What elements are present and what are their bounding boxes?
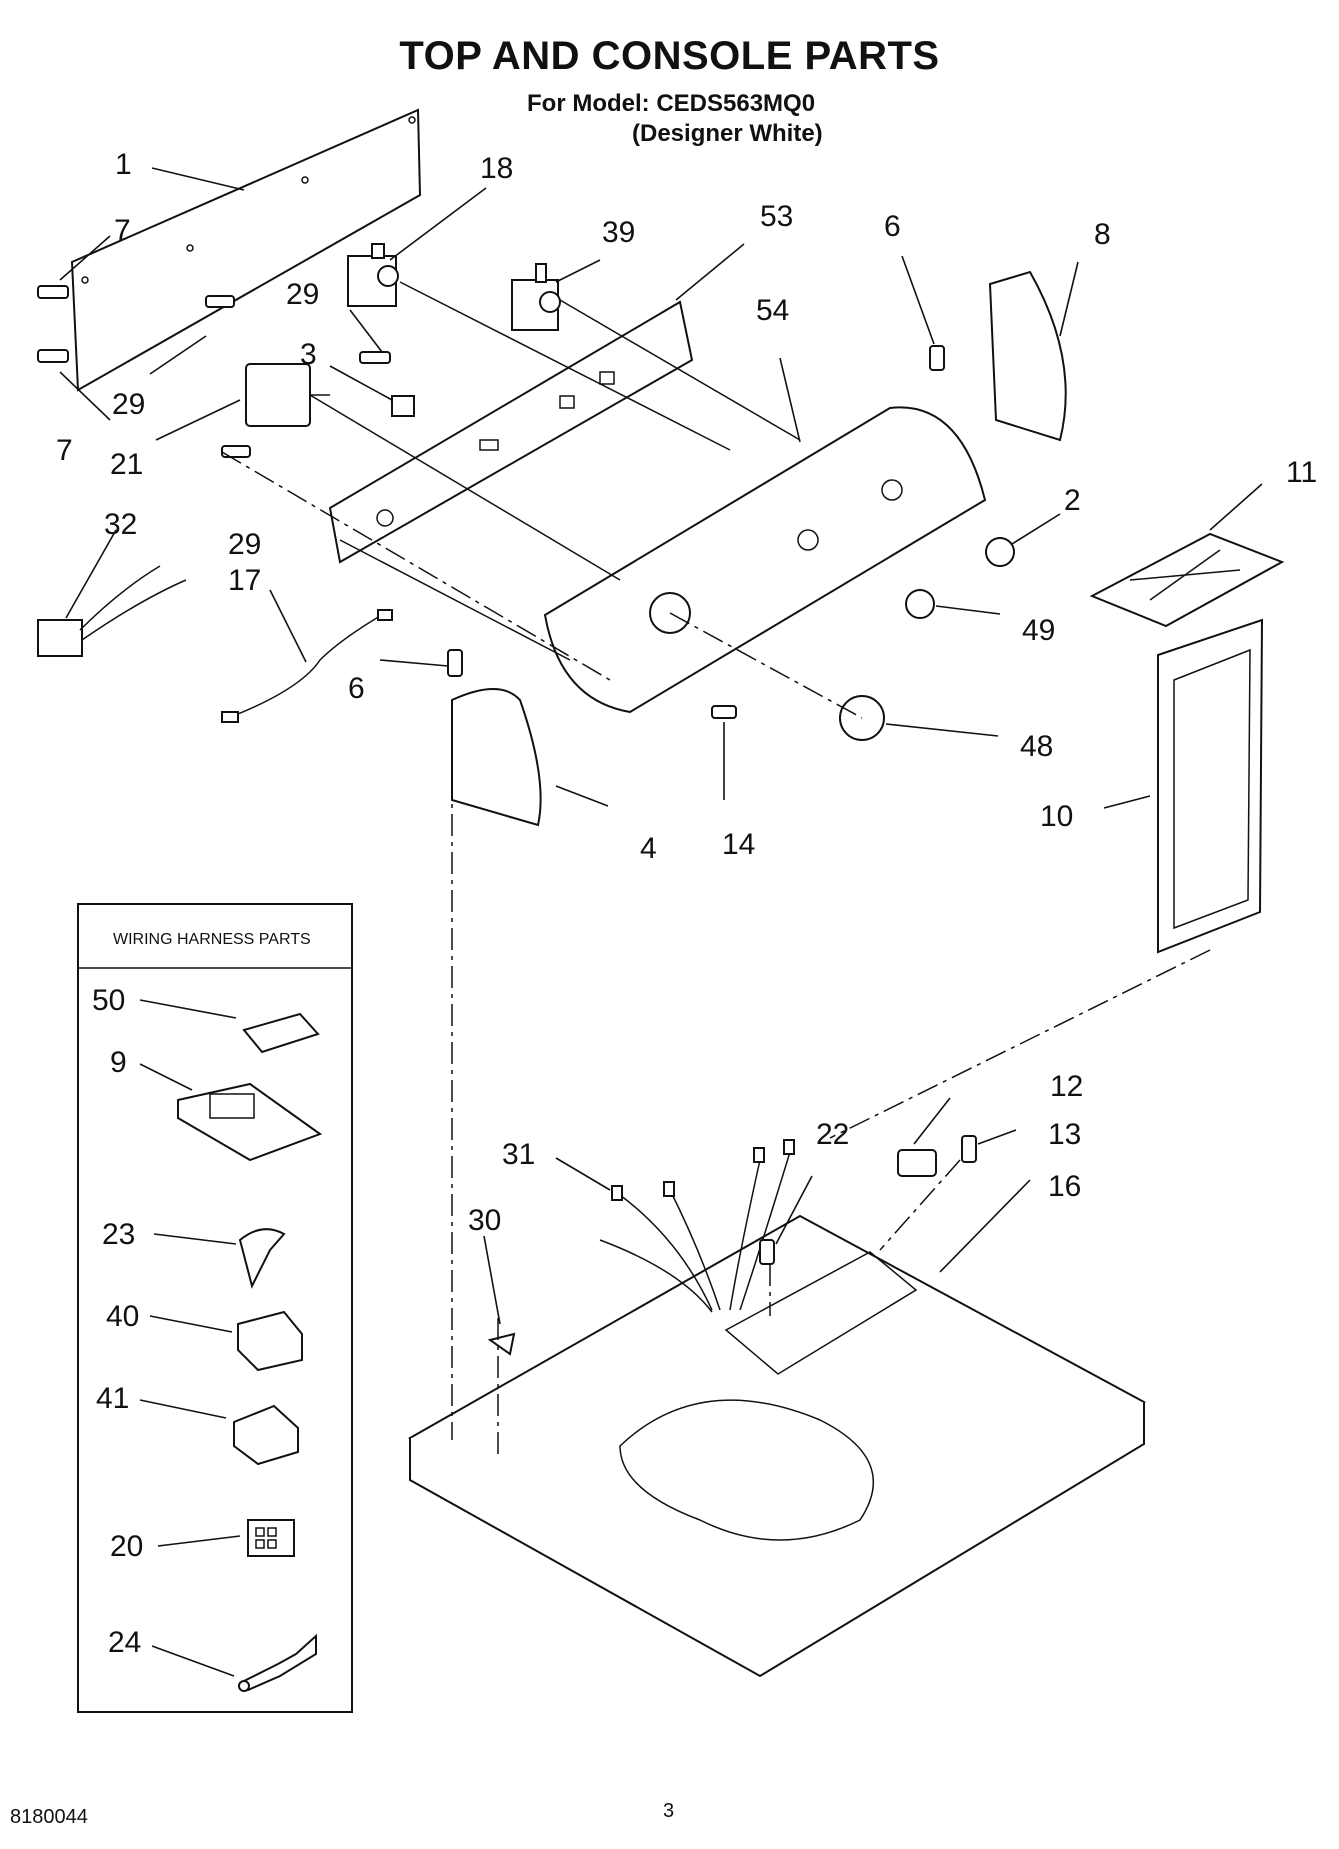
part-screw-6-top bbox=[929, 345, 945, 371]
harness-part-40 bbox=[237, 1310, 303, 1372]
part-screw-29-c bbox=[221, 445, 251, 458]
callout-8: 8 bbox=[1094, 218, 1111, 251]
part-screw-7-bottom bbox=[37, 349, 69, 363]
part-console-54 bbox=[543, 406, 987, 714]
page-number: 3 bbox=[663, 1800, 675, 1822]
callout-48: 48 bbox=[1020, 730, 1053, 763]
part-screw-29-b bbox=[359, 351, 391, 364]
callout-6: 6 bbox=[348, 672, 365, 705]
part-harness-32 bbox=[37, 565, 187, 657]
callout-30: 30 bbox=[468, 1204, 501, 1237]
part-lint-duct-10 bbox=[1157, 618, 1264, 954]
callout-53: 53 bbox=[760, 200, 793, 233]
part-switch-18 bbox=[347, 243, 399, 307]
part-lint-cover-11 bbox=[1089, 532, 1285, 628]
callout-16: 16 bbox=[1048, 1170, 1081, 1203]
part-cabinet-top-16 bbox=[407, 1214, 1147, 1678]
callout-6: 6 bbox=[884, 210, 901, 243]
callout-7: 7 bbox=[114, 214, 131, 247]
harness-part-20 bbox=[247, 1519, 295, 1557]
part-screw-14 bbox=[711, 705, 737, 719]
variant-line: (Designer White) bbox=[632, 120, 823, 147]
callout-7: 7 bbox=[56, 434, 73, 467]
harness-part-9 bbox=[177, 1082, 323, 1162]
callout-3: 3 bbox=[300, 338, 317, 371]
callout-41: 41 bbox=[96, 1382, 129, 1415]
callout-54: 54 bbox=[756, 294, 789, 327]
callout-50: 50 bbox=[92, 984, 125, 1017]
callout-18: 18 bbox=[480, 152, 513, 185]
assembly-lines bbox=[221, 281, 1211, 1458]
callout-32: 32 bbox=[104, 508, 137, 541]
part-screw-22 bbox=[759, 1239, 775, 1265]
callout-49: 49 bbox=[1022, 614, 1055, 647]
harness-box-title: WIRING HARNESS PARTS bbox=[113, 931, 311, 948]
callout-2: 2 bbox=[1064, 484, 1081, 517]
part-console-bracket-53 bbox=[328, 300, 694, 564]
part-screw-13 bbox=[961, 1135, 977, 1163]
part-screw-29-a bbox=[205, 295, 235, 308]
callout-24: 24 bbox=[108, 1626, 141, 1659]
document-code: 8180044 bbox=[10, 1806, 88, 1828]
callout-39: 39 bbox=[602, 216, 635, 249]
part-clip-3 bbox=[391, 395, 415, 417]
callout-9: 9 bbox=[110, 1046, 127, 1079]
part-timer-21 bbox=[245, 363, 330, 427]
part-rear-panel bbox=[70, 108, 422, 392]
part-end-cap-8 bbox=[988, 270, 1067, 442]
leader-lines bbox=[59, 167, 1263, 1325]
callout-29: 29 bbox=[112, 388, 145, 421]
harness-part-41 bbox=[233, 1404, 299, 1466]
part-screw-7-top bbox=[37, 285, 69, 299]
part-clip-30 bbox=[487, 1332, 516, 1356]
callout-12: 12 bbox=[1050, 1070, 1083, 1103]
callout-23: 23 bbox=[102, 1218, 135, 1251]
model-line: For Model: CEDS563MQ0 bbox=[527, 90, 816, 117]
callout-13: 13 bbox=[1048, 1118, 1081, 1151]
part-knob-49 bbox=[905, 589, 935, 619]
callout-29: 29 bbox=[228, 528, 261, 561]
callout-1: 1 bbox=[115, 148, 132, 181]
page-title: TOP AND CONSOLE PARTS bbox=[399, 34, 940, 78]
callouts: 1 18 39 53 6 8 7 29 3 54 29 7 21 11 2 32… bbox=[56, 148, 1317, 1237]
callout-21: 21 bbox=[110, 448, 143, 481]
callout-40: 40 bbox=[106, 1300, 139, 1333]
callout-31: 31 bbox=[502, 1138, 535, 1171]
callout-4: 4 bbox=[640, 832, 657, 865]
part-switch-39 bbox=[511, 263, 561, 331]
callout-29: 29 bbox=[286, 278, 319, 311]
harness-part-23 bbox=[238, 1228, 286, 1289]
part-screw-6-bottom bbox=[447, 649, 463, 677]
callout-11: 11 bbox=[1286, 456, 1317, 489]
callout-20: 20 bbox=[110, 1530, 143, 1563]
callout-14: 14 bbox=[722, 828, 755, 861]
part-wire-17 bbox=[221, 609, 393, 723]
wiring-harness-box: WIRING HARNESS PARTS bbox=[77, 903, 353, 1713]
harness-part-50 bbox=[242, 1012, 320, 1054]
harness-part-24 bbox=[238, 1633, 317, 1692]
part-clip-12 bbox=[897, 1149, 937, 1177]
callout-10: 10 bbox=[1040, 800, 1073, 833]
part-knob-2 bbox=[985, 537, 1015, 567]
part-end-cap-4 bbox=[451, 688, 542, 827]
callout-17: 17 bbox=[228, 564, 261, 597]
callout-22: 22 bbox=[816, 1118, 849, 1151]
